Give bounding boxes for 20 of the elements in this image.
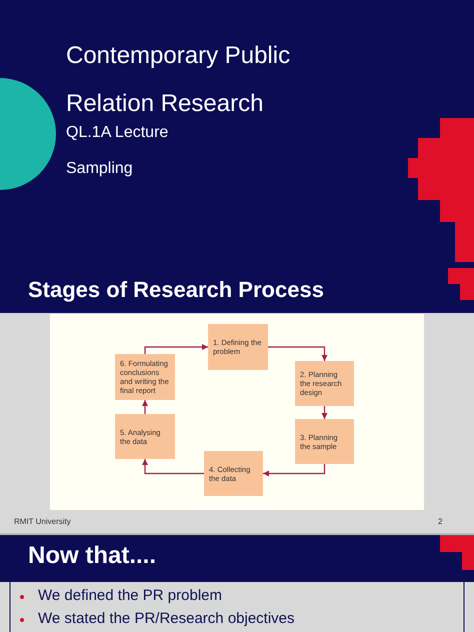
arrow — [142, 459, 204, 474]
slide-heading: Stages of Research Process — [28, 277, 324, 303]
arrow — [144, 344, 208, 354]
page-number: 2 — [438, 517, 442, 526]
process-box — [295, 419, 354, 464]
subtitle: Sampling — [66, 160, 133, 178]
arrow — [142, 400, 148, 414]
process-box — [115, 414, 175, 459]
process-box — [208, 324, 268, 370]
arrow — [322, 406, 328, 419]
process-box — [295, 361, 354, 406]
footer-text: RMIT University — [14, 517, 71, 526]
slide-heading: Now that.... — [28, 542, 156, 570]
subtitle: QL.1A Lecture — [66, 124, 168, 142]
bullet-text: We defined the PR problem — [38, 587, 222, 604]
arrow — [268, 346, 328, 361]
slide-title: Contemporary Public Relation Research — [66, 41, 292, 119]
process-box — [204, 451, 263, 496]
arrow — [263, 464, 326, 476]
bullet-text: We stated the PR/Research objectives — [38, 610, 295, 627]
